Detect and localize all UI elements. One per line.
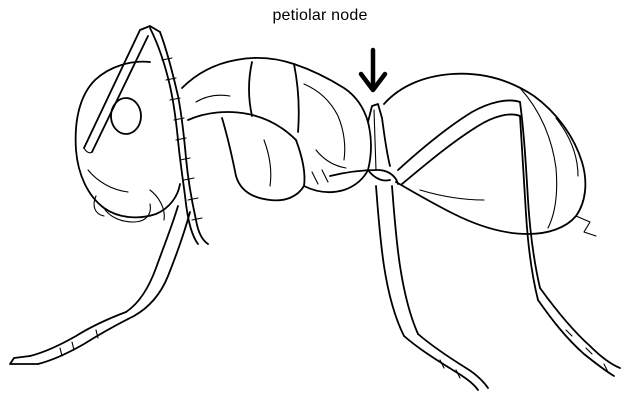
ant-head: [76, 62, 180, 222]
ant-hind-leg: [398, 100, 620, 376]
down-arrow-icon: [361, 50, 385, 90]
ant-fore-leg: [10, 206, 190, 364]
ant-middle-leg: [330, 170, 488, 390]
ant-antenna: [84, 26, 208, 244]
ant-mesosoma: [182, 58, 371, 200]
